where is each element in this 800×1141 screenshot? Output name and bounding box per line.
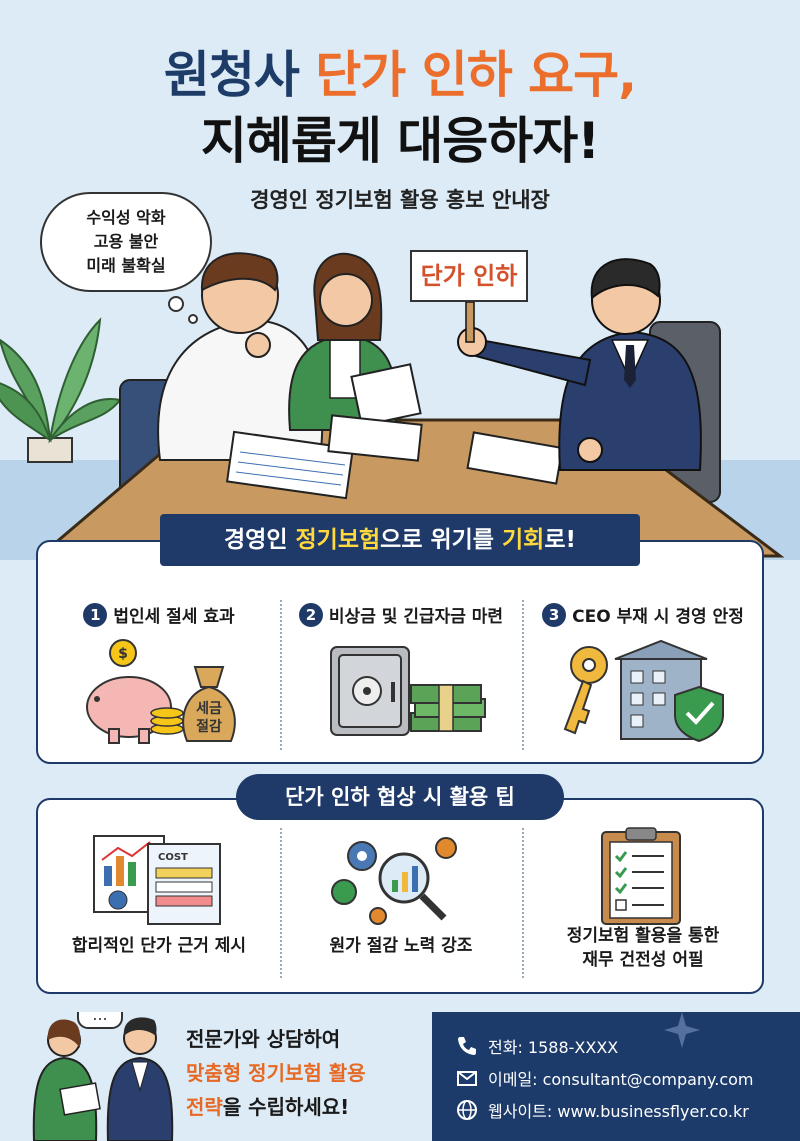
- key-building-shield-icon: [563, 639, 724, 743]
- phone-icon: [458, 1037, 476, 1055]
- boss-figure: [457, 258, 702, 471]
- consultation-illustration: ...: [32, 1012, 174, 1141]
- contact-box: 전화: 1588-XXXX 이메일: consultant@company.co…: [432, 1012, 800, 1141]
- svg-text:절감: 절감: [196, 718, 222, 735]
- svg-text:세금: 세금: [196, 701, 222, 717]
- woman-consultant-figure: [32, 1019, 101, 1141]
- safe-icon: [330, 646, 486, 736]
- svg-text:COST: COST: [158, 852, 188, 863]
- mail-icon: [457, 1071, 477, 1086]
- divider: [280, 600, 282, 750]
- thought-bubble: 수익성 악화 고용 불안 미래 불확실: [40, 192, 212, 292]
- tip-cost-reduction: 원가 절감 노력 강조: [280, 837, 522, 958]
- cash-stack-icon: [410, 684, 486, 732]
- shield-check-icon: [674, 685, 724, 743]
- worried-woman-figure: [288, 252, 422, 431]
- subtitle: 경영인 정기보험 활용 홍보 안내장: [250, 188, 550, 212]
- divider: [280, 828, 282, 978]
- phone-row[interactable]: 전화: 1588-XXXX: [456, 1030, 800, 1062]
- call-to-action: 전문가와 상담하여 맞춤형 정기보험 활용 전략을 수립하세요!: [186, 1027, 366, 1119]
- magnifier-gears-icon: [331, 837, 457, 925]
- price-cut-sign: 단가 인하: [410, 250, 528, 302]
- email-row[interactable]: 이메일: consultant@company.com: [456, 1062, 800, 1094]
- svg-text:...: ...: [92, 1012, 107, 1024]
- man-consultant-figure: [106, 1017, 174, 1141]
- thought-dot: [168, 296, 184, 312]
- piggy-bank-icon: $ 세금 절감: [86, 639, 236, 744]
- website-row[interactable]: 웹사이트: www.businessflyer.co.kr: [456, 1094, 800, 1126]
- svg-text:$: $: [118, 646, 128, 662]
- tips-panel: COST 합리적인 단가 근거 제시 원가 절감 노력 강조: [36, 798, 764, 994]
- divider: [522, 828, 524, 978]
- headline-line2: 지혜롭게 대응하자!: [200, 112, 600, 170]
- title-block: 원청사 단가 인하 요구, 지혜롭게 대응하자! 경영인 정기보험 활용 홍보 …: [0, 42, 800, 214]
- plant-icon: [0, 317, 122, 463]
- globe-icon: [457, 1100, 477, 1120]
- tip-price-basis: COST 합리적인 단가 근거 제시: [38, 835, 280, 958]
- headline-line1: 원청사 단가 인하 요구,: [163, 46, 637, 104]
- main-banner: 경영인 정기보험으로 위기를 기회로!: [160, 514, 640, 566]
- charts-icon: COST: [93, 835, 221, 925]
- sparkle-icon: [664, 1012, 700, 1048]
- divider: [522, 600, 524, 750]
- headline-highlight: 단가 인하 요구,: [315, 46, 637, 104]
- thought-dot: [188, 314, 198, 324]
- tip-financial-health: 정기보험 활용을 통한 재무 건전성 어필: [522, 827, 764, 972]
- key-icon: [563, 646, 608, 735]
- cost-document-icon: COST: [147, 843, 221, 925]
- checklist-clipboard-icon: [601, 827, 681, 925]
- tips-title-pill: 단가 인하 협상 시 활용 팁: [236, 774, 564, 820]
